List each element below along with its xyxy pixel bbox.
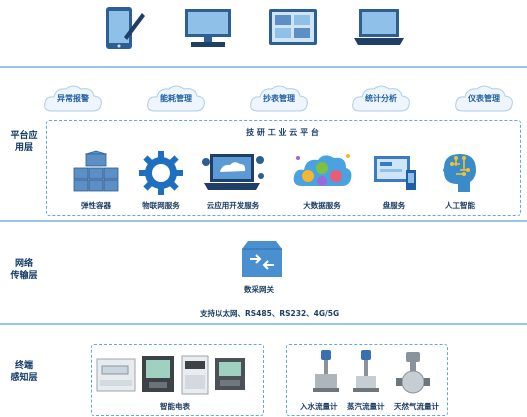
flowmeter-steam-label: 蒸汽流量计 [347, 402, 385, 411]
cloud-label: 能耗管理 [160, 94, 192, 103]
cloud-energy-management: 能耗管理 [145, 84, 207, 114]
perception-layer-label-line2: 感知层 [10, 373, 38, 383]
iot-gear-icon [139, 151, 183, 195]
platform-layer-label-line2: 用层 [14, 143, 33, 153]
cloud-statistics: 统计分析 [350, 84, 412, 114]
ai-head-icon [443, 154, 476, 192]
tablet-icon [106, 7, 145, 49]
service-elastic-container: 弹性容器 [81, 201, 111, 210]
gas-flowmeter-icon [396, 352, 430, 394]
monitor-icon [185, 9, 231, 47]
steam-flowmeter-icon [353, 350, 379, 392]
flowmeter-water-label: 入水流量计 [300, 402, 338, 411]
container-icon [73, 150, 119, 192]
network-layer-label-line2: 传输层 [10, 271, 38, 281]
flowmeter-gas-label: 天然气流量计 [394, 402, 439, 411]
storage-service-icon [374, 156, 416, 190]
service-iot: 物联网服务 [142, 201, 180, 210]
industrial-cloud-platform-box [46, 120, 521, 216]
protocols-text: 支持以太网、RS485、RS232、4G/5G [200, 309, 340, 318]
water-flowmeter-icon [313, 350, 339, 392]
platform-box-title: 技 研 工 业 云 平 台 [246, 128, 319, 137]
cloud-abnormal-alarm: 异常报警 [42, 84, 104, 114]
din-rail-meter-icon [96, 358, 136, 392]
platform-layer-label: 平台应 用层 [2, 130, 46, 154]
service-storage: 盘服务 [382, 201, 406, 210]
cloud-label: 抄表管理 [263, 94, 295, 103]
separator-bottom [0, 323, 527, 325]
perception-layer-label: 终端 感知层 [2, 360, 46, 384]
service-ai: 人工智能 [445, 201, 475, 210]
gateway-router-icon [242, 241, 282, 277]
cloud-instrument-management: 仪表管理 [453, 84, 515, 114]
separator-top [0, 66, 527, 68]
cloud-dev-laptop-icon [202, 154, 264, 190]
smart-meters-label: 智能电表 [160, 402, 190, 411]
cloud-label: 仪表管理 [468, 94, 500, 103]
cloud-icon [147, 85, 205, 112]
network-layer-label: 网络 传输层 [2, 258, 46, 282]
cloud-icon [44, 85, 102, 112]
big-data-icon [293, 154, 352, 186]
cloud-label: 统计分析 [365, 94, 397, 103]
service-big-data: 大数据服务 [303, 201, 341, 210]
panel-meter-icon [142, 356, 174, 392]
platform-layer-label-line1: 平台应 [10, 131, 38, 141]
perception-layer-label-line1: 终端 [14, 361, 33, 371]
smart-meters-box [91, 344, 264, 416]
cloud-icon [455, 85, 513, 112]
cloud-icon [250, 85, 308, 112]
cloud-label: 异常报警 [57, 94, 89, 103]
flowmeters-box [286, 344, 448, 416]
network-layer-label-line1: 网络 [14, 259, 33, 269]
separator-middle [0, 220, 527, 222]
energy-meter-icon [181, 355, 209, 395]
cloud-icon [352, 85, 410, 112]
touch-panel-icon [269, 9, 317, 45]
laptop-icon [354, 9, 404, 45]
gateway-label: 数采网关 [244, 285, 274, 294]
cloud-meter-reading: 抄表管理 [248, 84, 310, 114]
digital-meter-icon [215, 358, 245, 390]
service-cloud-app-dev: 云应用开发服务 [206, 201, 260, 210]
